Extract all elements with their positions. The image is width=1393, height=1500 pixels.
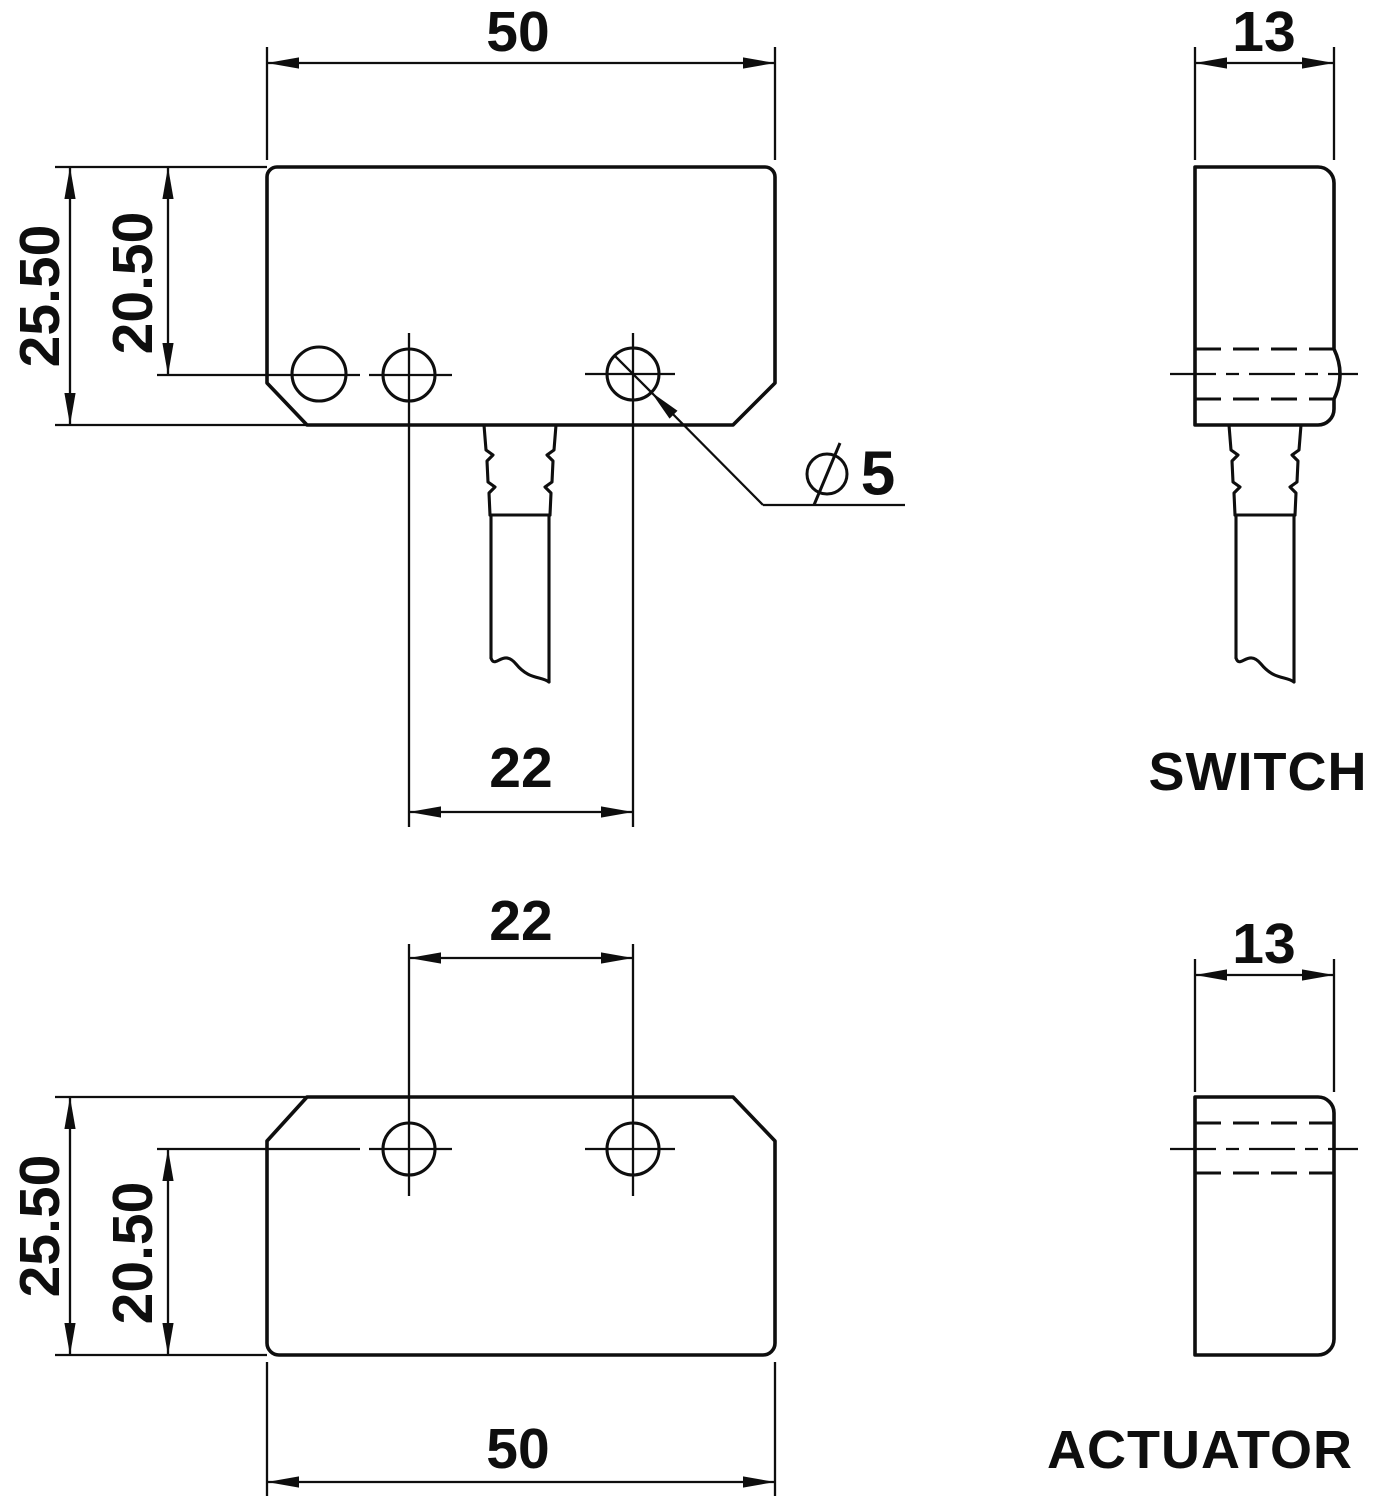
switch-body-outline [265,165,777,427]
strain-relief-right-edge [543,423,558,517]
switch-side-view: 13 SWITCH [1149,0,1368,802]
callout-hole-diameter: 5 [614,355,905,509]
diameter-symbol-circle [805,452,849,496]
leader-line-through-hole [614,355,652,393]
dim-switch-hole-spacing: 22 [409,736,633,818]
leader-line [650,391,764,506]
dim-label-hole-diameter: 5 [861,440,895,509]
strain-relief-left-edge [1227,423,1242,517]
cable-break-wave [489,656,551,684]
actuator-side-outline [1193,1095,1336,1357]
actuator-label: ACTUATOR [1047,1420,1353,1480]
dim-label-actuator-width: 50 [486,1417,549,1481]
dim-label-switch-height: 25.50 [8,225,72,368]
diameter-symbol-icon [805,442,849,506]
dim-label-switch-hole-offset: 20.50 [101,212,165,355]
dim-label-actuator-hole-spacing: 22 [489,889,552,953]
dim-switch-width: 50 [265,0,777,160]
dim-switch-height: 25.50 [8,165,307,427]
dim-actuator-depth: 13 [1193,912,1336,1092]
dim-actuator-height: 25.50 [8,1095,307,1357]
dim-switch-hole-offset: 20.50 [101,167,360,377]
switch-label: SWITCH [1149,742,1368,802]
dim-label-actuator-height: 25.50 [8,1155,72,1298]
dim-actuator-hole-offset: 20.50 [101,1147,360,1355]
dim-actuator-hole-spacing: 22 [409,889,633,964]
actuator-front-view: 22 25.50 20.50 50 [8,889,777,1496]
dim-label-switch-hole-spacing: 22 [489,736,552,800]
dim-switch-depth: 13 [1193,0,1336,160]
dim-label-actuator-depth: 13 [1232,912,1295,976]
strain-relief-right-edge [1288,423,1303,517]
switch-side-outline [1193,165,1342,427]
dim-label-switch-width: 50 [486,0,549,64]
dim-actuator-width: 50 [265,1362,777,1496]
dim-label-actuator-hole-offset: 20.50 [101,1182,165,1325]
strain-relief-left-edge [482,423,497,517]
actuator-side-view: 13 ACTUATOR [1047,912,1358,1480]
dim-label-switch-depth: 13 [1232,0,1295,64]
cable-break-wave [1234,656,1296,684]
actuator-body-outline [265,1095,777,1357]
switch-front-view: 50 25.50 20.50 22 5 [8,0,905,827]
diameter-symbol-slash [812,442,842,506]
